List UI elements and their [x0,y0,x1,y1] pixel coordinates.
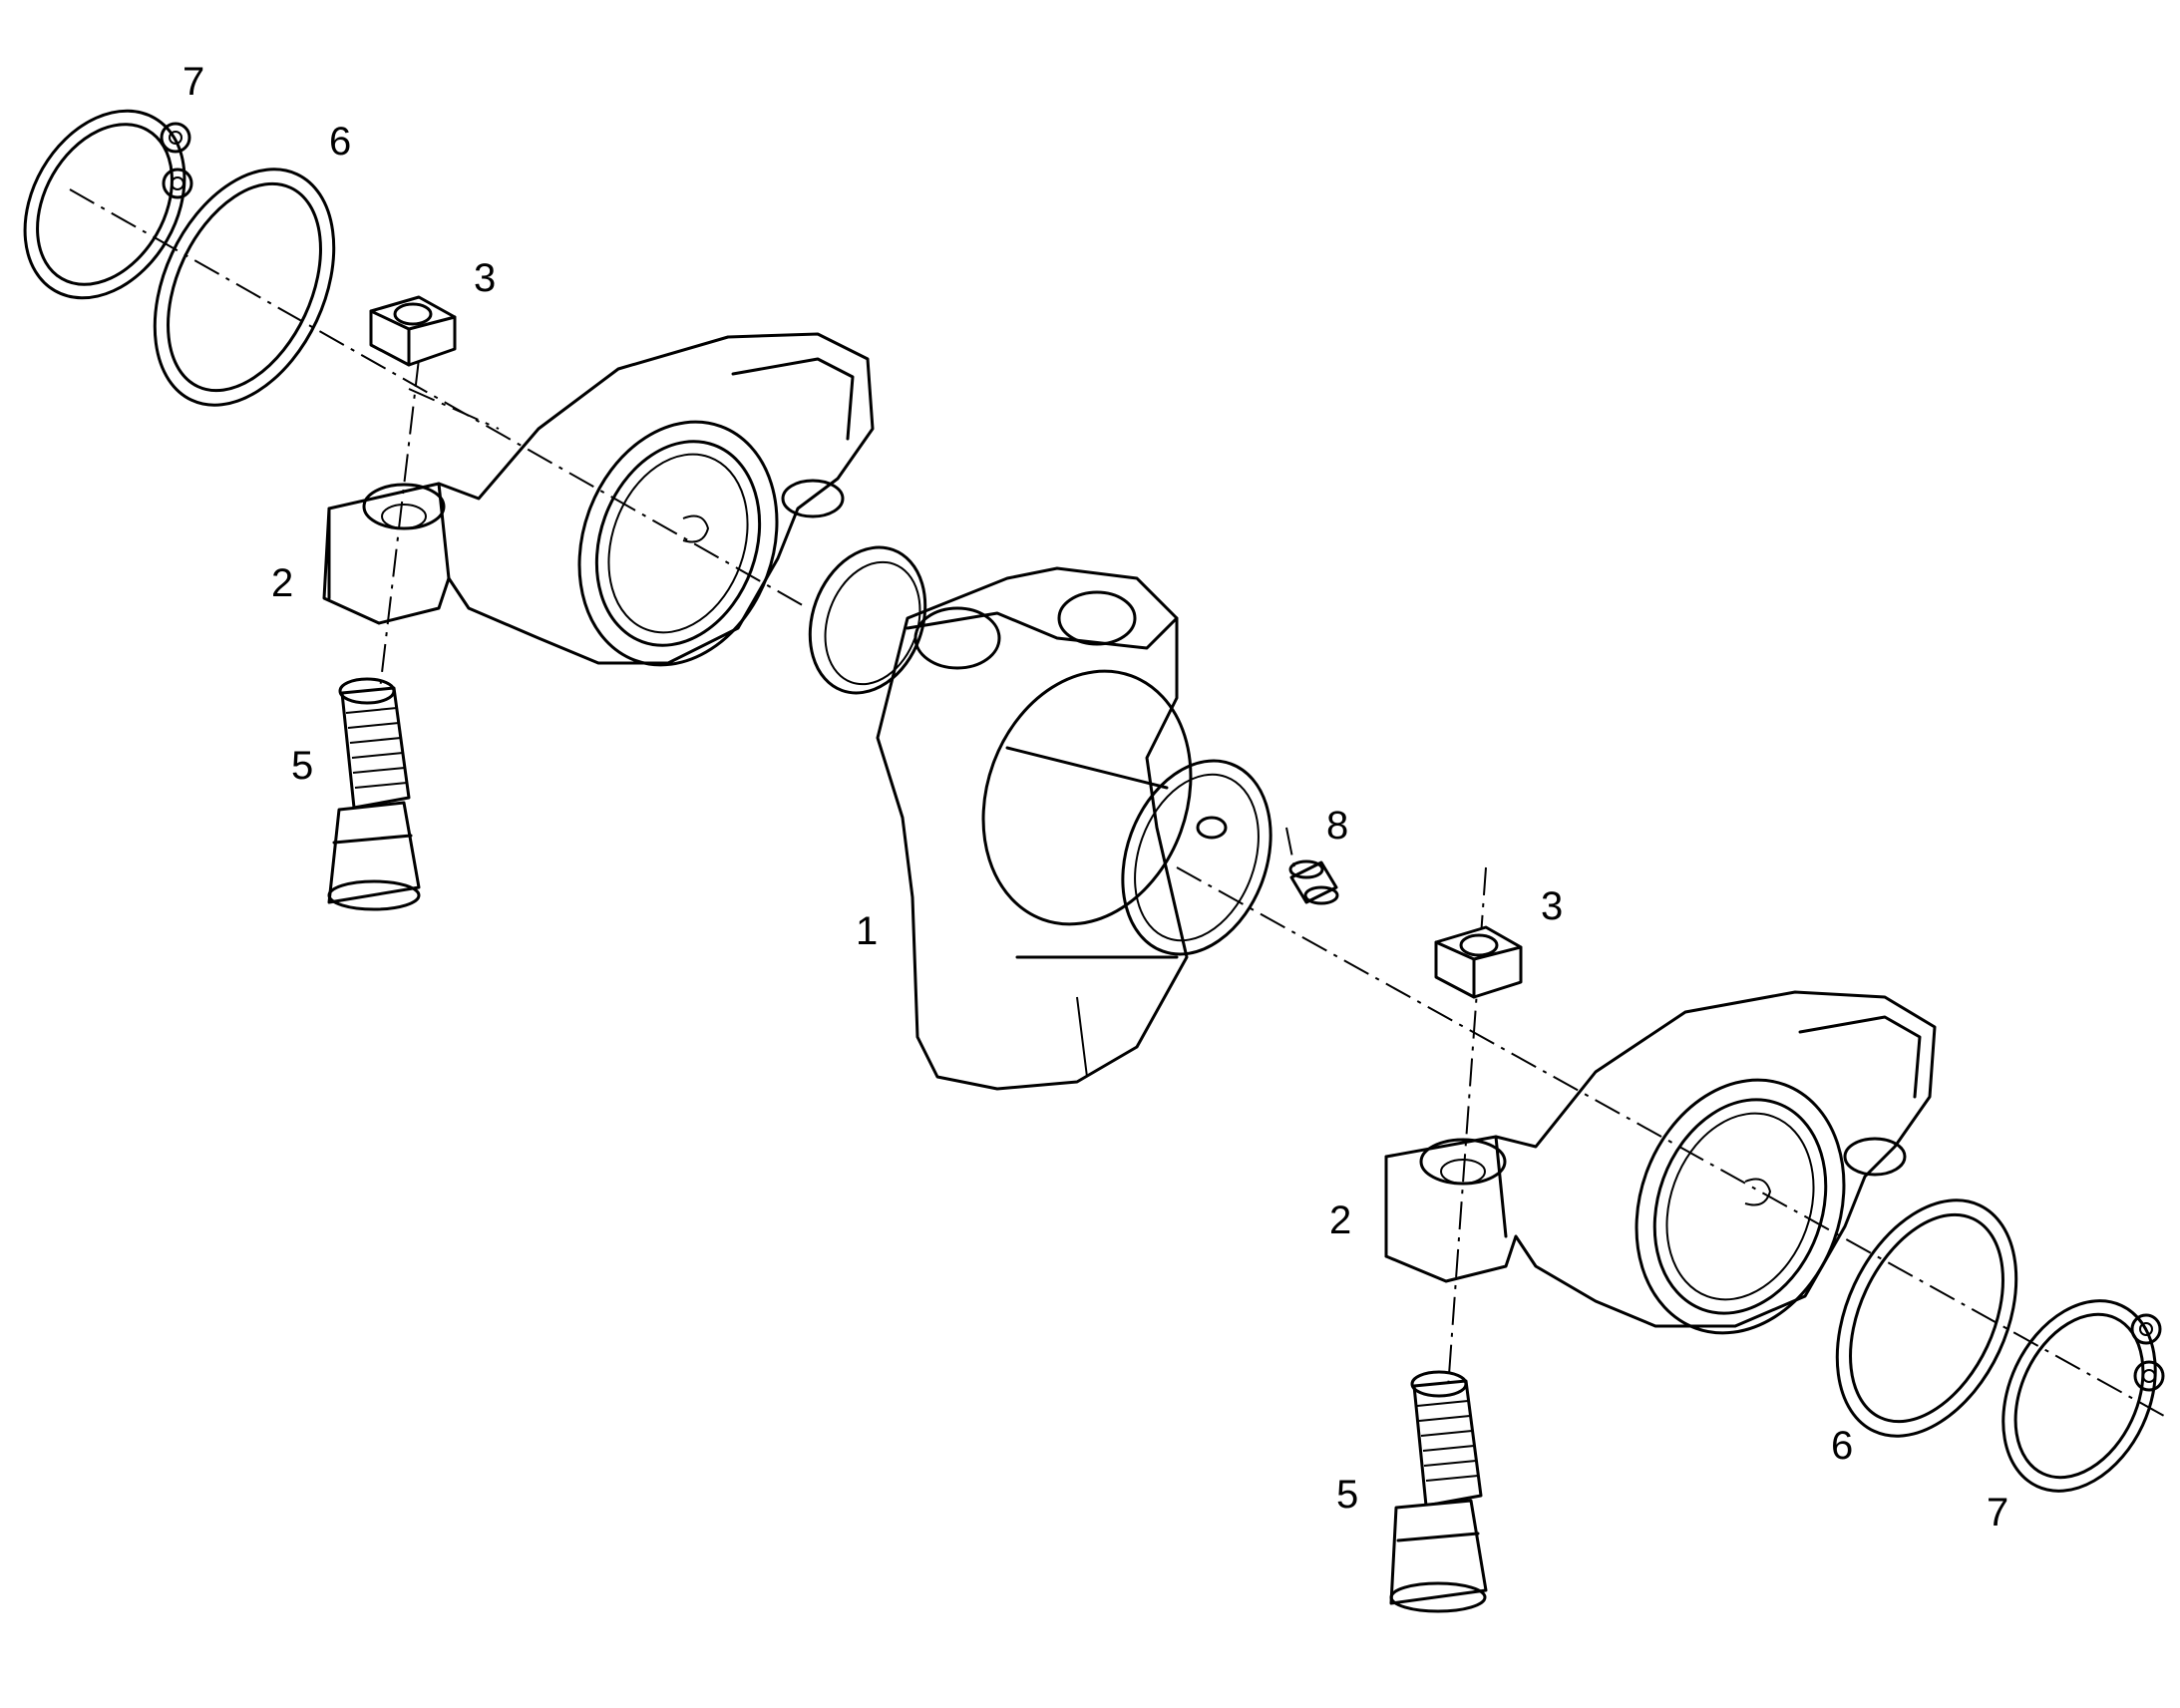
rocker-arm-right [1384,990,1937,1335]
callout-5-right: 5 [1336,1473,1358,1517]
callout-2-right: 2 [1329,1198,1351,1242]
callout-labels: 7 6 3 2 5 1 8 3 2 5 6 7 [182,60,2008,1535]
nut-top [369,295,457,367]
nut-right [1434,925,1523,999]
callout-6-right: 6 [1831,1424,1853,1468]
pin [1288,859,1339,905]
rocker-arm-left [322,332,875,667]
callout-7-right: 7 [1987,1491,2008,1535]
snap-ring-right [2001,1299,2165,1493]
shaft-support [808,545,1272,1091]
snap-ring-top [23,109,193,300]
callout-6-top: 6 [329,120,351,164]
callout-7-top: 7 [182,60,204,104]
adjusting-screw-right [1389,1370,1488,1613]
washer-top [153,168,336,407]
washer-right [1835,1198,2018,1438]
callout-3-right: 3 [1541,884,1563,928]
callout-2-left: 2 [271,561,293,605]
callout-1: 1 [856,909,878,953]
adjusting-screw-left [327,677,421,911]
callout-3-top: 3 [474,256,496,300]
callout-8: 8 [1326,804,1348,848]
callout-5-left: 5 [291,744,313,788]
